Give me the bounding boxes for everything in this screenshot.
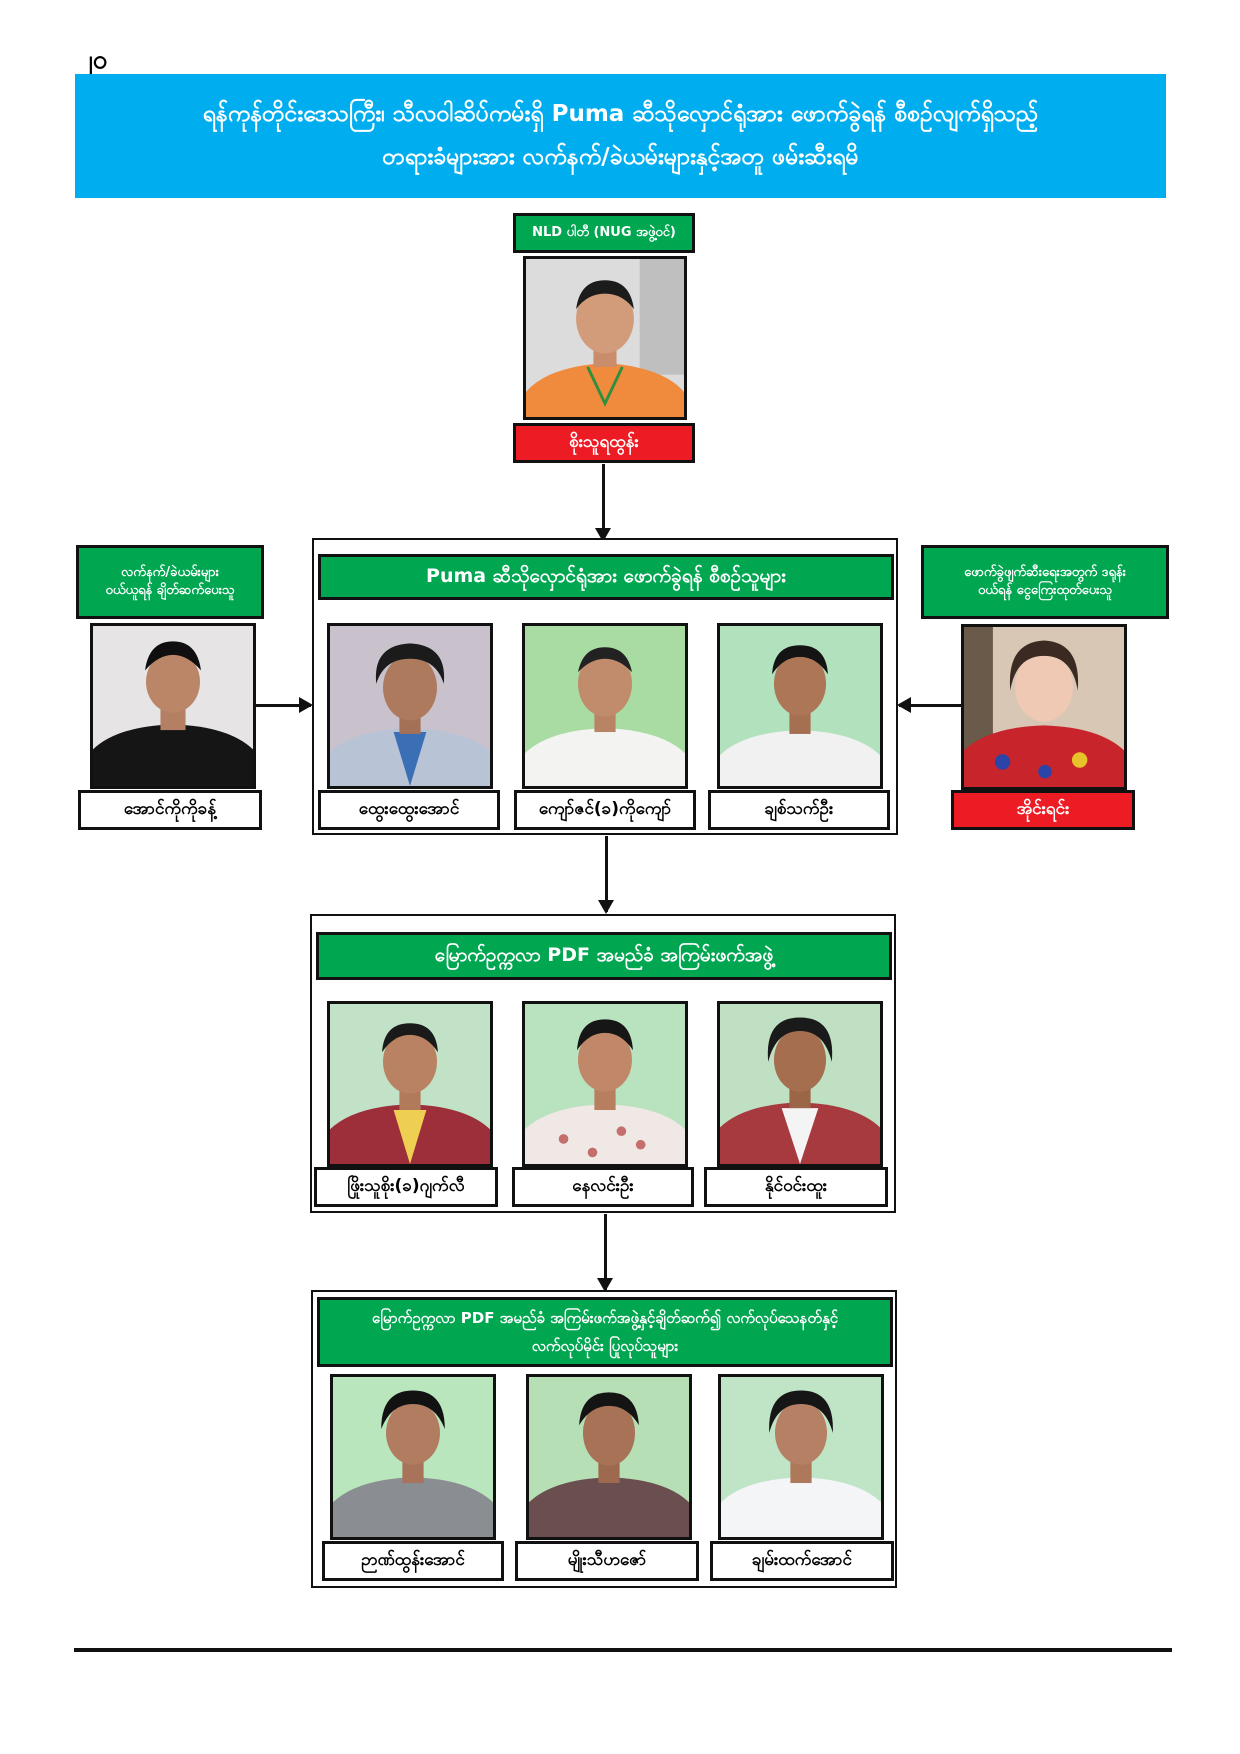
planners-group-title: Puma ဆီသိုလှောင်ရုံအား ဖောက်ခွဲရန် စီစဉ်… [318,554,894,600]
pdf-member-photo-2 [522,1001,688,1167]
person-photo-icon [525,626,685,786]
planner-name-3: ချစ်သက်ဦး [708,790,890,830]
top-person-affiliation-label: NLD ပါတီ (NUG အဖွဲ့ဝင်) [513,213,695,253]
worker-photo-1 [330,1374,496,1540]
footer-divider [74,1648,1172,1652]
arrow-right-to-planners [897,697,961,713]
page-number: ၂၀ [80,45,108,75]
planner-name-2: ကျော်ဇင်(ခ)ကိုကျော် [514,790,696,830]
right-person-name-label: အိုင်းရင်း [951,790,1135,830]
planner-photo-1 [327,623,493,789]
person-photo-icon [720,626,880,786]
person-photo-icon [93,626,253,786]
top-person-photo [523,256,687,420]
person-photo-icon [330,1004,490,1164]
person-photo-icon [721,1377,881,1537]
worker-photo-3 [718,1374,884,1540]
planner-name-1: ထွေးထွေးအောင် [318,790,500,830]
pdf-member-photo-1 [327,1001,493,1167]
arrow-pdf-to-workers [597,1214,613,1292]
pdf-group-title: မြောက်ဥက္ကလာ PDF အမည်ခံ အကြမ်းဖက်အဖွဲ့ [316,932,892,980]
person-photo-icon [526,259,684,417]
person-photo-icon [720,1004,880,1164]
person-photo-icon [333,1377,493,1537]
planner-photo-3 [717,623,883,789]
left-person-name-label: အောင်ကိုကိုခန့် [78,790,262,830]
pdf-member-name-1: ဖြိုးသူစိုး(ခ)ဂျက်လီ [314,1167,498,1207]
person-photo-icon [964,627,1124,787]
worker-name-3: ချမ်းထက်အောင် [710,1541,894,1581]
workers-group-title: မြောက်ဥက္ကလာ PDF အမည်ခံ အကြမ်းဖက်အဖွဲ့နှ… [317,1297,893,1367]
pdf-member-photo-3 [717,1001,883,1167]
banner-line-1: ရန်ကုန်တိုင်းဒေသကြီး၊ သီလဝါဆိပ်ကမ်းရှိ P… [202,101,1039,128]
worker-photo-2 [526,1374,692,1540]
arrow-left-to-planners [256,697,313,713]
person-photo-icon [525,1004,685,1164]
person-photo-icon [529,1377,689,1537]
pdf-member-name-3: နိုင်ဝင်းထူး [704,1167,888,1207]
banner-line-2: တရားခံများအား လက်နက်/ခဲယမ်းများနှင့်အတူ … [382,144,859,170]
page-title-banner: ရန်ကုန်တိုင်းဒေသကြီး၊ သီလဝါဆိပ်ကမ်းရှိ P… [75,74,1166,198]
worker-name-2: မျိုးသီဟဇော် [515,1541,699,1581]
person-photo-icon [330,626,490,786]
worker-name-1: ဉာဏ်ထွန်းအောင် [322,1541,504,1581]
left-person-photo [90,623,256,789]
left-person-role-label: လက်နက်/ခဲယမ်းများ ဝယ်ယူရန် ချိတ်ဆက်ပေးသူ [76,545,264,619]
right-person-role-label: ဖောက်ခွဲဖျက်ဆီးရေးအတွက် ဒရုန်း ဝယ်ရန် ငွ… [921,545,1169,619]
planner-photo-2 [522,623,688,789]
right-person-photo [961,624,1127,790]
top-person-name-label: စိုးသူရထွန်း [513,423,695,463]
workers-group-title-line-1: မြောက်ဥက္ကလာ PDF အမည်ခံ အကြမ်းဖက်အဖွဲ့နှ… [371,1308,839,1327]
arrow-planners-to-pdf [598,836,614,914]
workers-group-title-line-2: လက်လုပ်မိုင်း ပြုလုပ်သူများ [531,1337,679,1355]
arrow-top-to-planners [595,464,611,542]
pdf-member-name-2: နေလင်းဦး [512,1167,694,1207]
